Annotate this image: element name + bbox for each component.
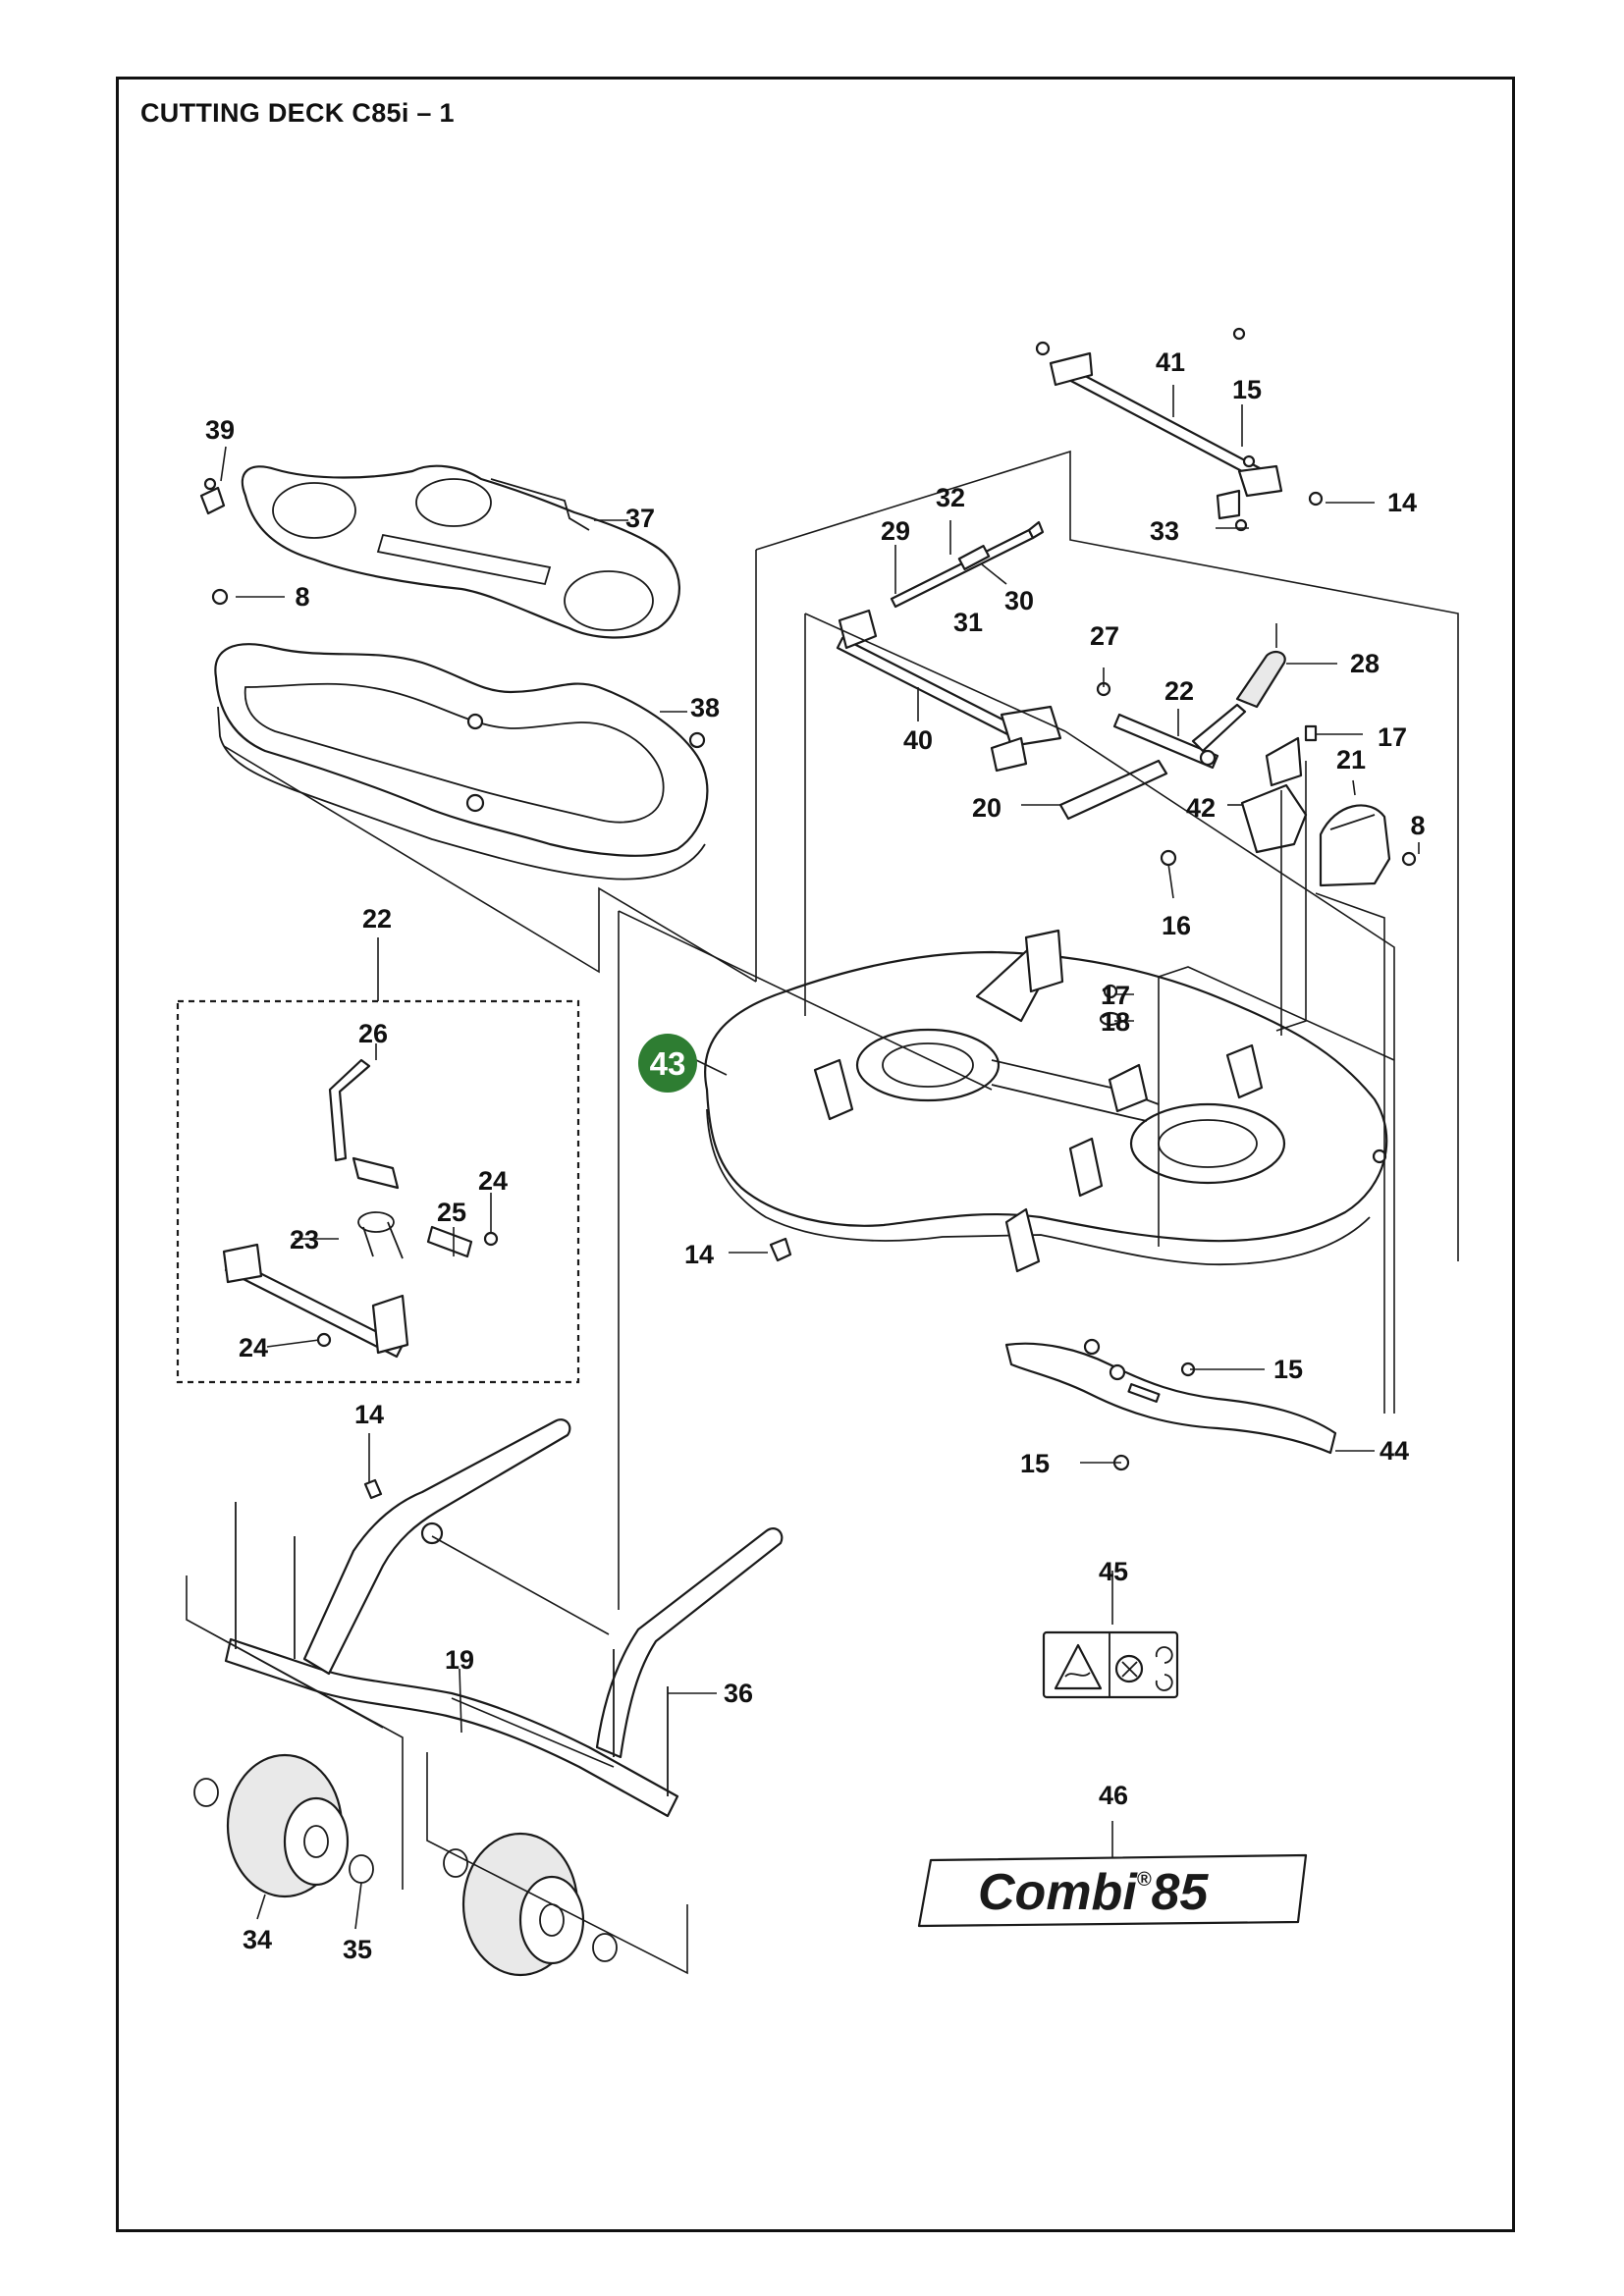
nut-15-upper — [1232, 327, 1246, 341]
screw-upper-mid — [466, 713, 484, 730]
roller-34-left — [193, 1753, 374, 1898]
decal-46-text: Combi®85 — [978, 1864, 1209, 1921]
part-label-27: 27 — [1090, 621, 1119, 651]
pulley-hub — [465, 793, 485, 813]
part-label-15: 15 — [1232, 375, 1262, 404]
part-label-21: 21 — [1336, 745, 1366, 774]
part-label-44: 44 — [1380, 1436, 1409, 1466]
part-label-40: 40 — [903, 725, 933, 755]
bracket-42 — [1240, 736, 1308, 854]
part-label-8: 8 — [1410, 811, 1425, 840]
part-label-14: 14 — [354, 1400, 384, 1429]
roller-34-right — [443, 1832, 618, 1977]
part-label-15: 15 — [1273, 1355, 1303, 1384]
part-label-34: 34 — [243, 1925, 272, 1954]
highlight-badge-43-text: 43 — [650, 1045, 686, 1082]
washer-16 — [1160, 849, 1177, 867]
part-number-labels: 39 37 8 38 22 26 23 25 24 24 41 15 14 33 32 29 31 30 27 28 2… — [205, 347, 1426, 1964]
belt-cover-top-37 — [241, 464, 680, 639]
cutting-deck-43 — [704, 929, 1388, 1273]
part-label-33: 33 — [1150, 516, 1179, 546]
nut-15-mid — [1109, 1363, 1126, 1381]
part-label-22: 22 — [1164, 676, 1194, 706]
part-label-14: 14 — [684, 1240, 714, 1269]
blade-44 — [1004, 1342, 1337, 1455]
part-label-32: 32 — [936, 483, 965, 512]
combi-decal-46: Combi®85 — [917, 1853, 1308, 1928]
lever-assembly-22-28 — [1112, 650, 1286, 770]
part-label-25: 25 — [437, 1198, 466, 1227]
washer-18 — [1099, 1011, 1122, 1027]
belt-cover-bottom-38 — [214, 643, 709, 881]
page-frame — [116, 77, 1515, 2232]
part-label-46: 46 — [1099, 1781, 1128, 1810]
kit-22-parts — [222, 1058, 499, 1359]
nut-15-blade — [1083, 1338, 1101, 1356]
height-quadrant-21 — [1319, 804, 1417, 887]
part-label-42: 42 — [1186, 793, 1216, 823]
part-label-8: 8 — [295, 582, 309, 612]
screw-39 — [199, 477, 226, 515]
lever-rod-30 — [890, 520, 1045, 609]
part-label-17: 17 — [1101, 981, 1130, 1010]
blade-label — [1127, 1383, 1161, 1403]
highlight-badge-43 — [638, 1034, 697, 1093]
part-label-45: 45 — [1099, 1557, 1128, 1586]
part-label-39: 39 — [205, 415, 235, 445]
roller-frame-19 — [224, 1418, 784, 1818]
bolt-17-upper — [1304, 724, 1318, 742]
part-label-28: 28 — [1350, 649, 1380, 678]
warning-decal-45 — [1042, 1630, 1179, 1699]
part-label-35: 35 — [343, 1935, 372, 1964]
part-label-38: 38 — [690, 693, 720, 722]
lift-rod-41 — [1035, 341, 1283, 520]
part-label-41: 41 — [1156, 347, 1185, 377]
part-label-14: 14 — [1387, 488, 1417, 517]
part-label-20: 20 — [972, 793, 1001, 823]
part-label-36: 36 — [724, 1679, 753, 1708]
bolt-17-deck — [1103, 984, 1118, 999]
part-label-24: 24 — [239, 1333, 268, 1362]
page-title: CUTTING DECK C85i – 1 — [140, 98, 455, 128]
screw-upper-right — [688, 731, 706, 749]
part-label-15: 15 — [1020, 1449, 1050, 1478]
part-label-26: 26 — [358, 1019, 388, 1048]
link-20 — [1058, 759, 1168, 821]
part-label-30: 30 — [1004, 586, 1034, 615]
bolt-14-upper — [1308, 491, 1324, 507]
bolt-14-deck — [769, 1237, 792, 1262]
part-label-22: 22 — [362, 904, 392, 934]
leader-lines — [186, 385, 1459, 1975]
part-label-23: 23 — [290, 1225, 319, 1255]
part-label-31: 31 — [953, 608, 983, 637]
part-label-29: 29 — [881, 516, 910, 546]
screw-8-upper — [211, 588, 229, 606]
shaft-40 — [836, 609, 1062, 773]
part-label-19: 19 — [445, 1645, 474, 1675]
part-label-37: 37 — [625, 504, 655, 533]
part-label-16: 16 — [1162, 911, 1191, 940]
part-label-18: 18 — [1101, 1007, 1130, 1037]
bolt-8-deck — [1372, 1148, 1387, 1164]
part-label-24: 24 — [478, 1166, 508, 1196]
part-label-17: 17 — [1378, 722, 1407, 752]
